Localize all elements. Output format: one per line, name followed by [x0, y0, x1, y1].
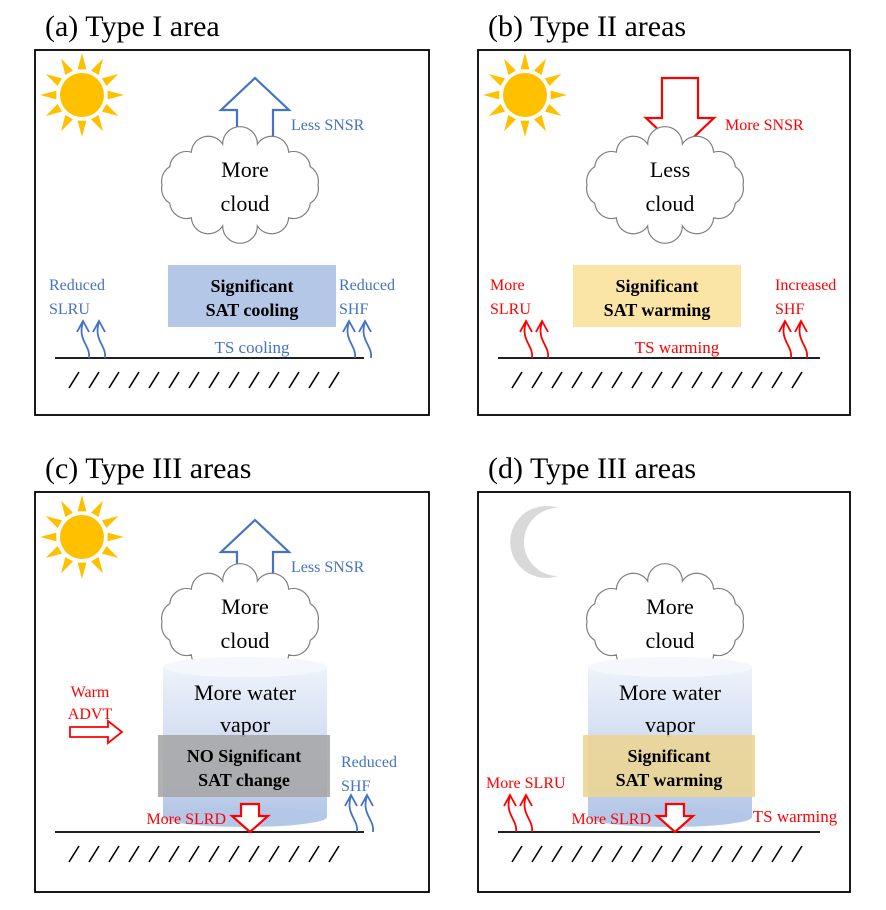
left-flux-label-line-2: SLRU [490, 301, 531, 318]
effect-box-label-line-2: SAT cooling [206, 300, 299, 320]
panel-frame [477, 49, 851, 416]
right-flux-label-line-2: SHF [775, 301, 804, 318]
cloud-label-line-1: More [221, 594, 269, 619]
effect-box-label-line-2: SAT change [198, 770, 290, 790]
moon-icon [510, 506, 558, 578]
effect-box [583, 735, 755, 797]
upward-flux-arrows [344, 793, 374, 833]
panel-frame [477, 491, 851, 893]
upward-flux-arrows [778, 319, 808, 359]
effect-box [168, 265, 336, 327]
panel-title: (c) Type III areas [45, 452, 251, 485]
cloud-icon [161, 126, 319, 244]
right-flux-label-line-2: SHF [341, 778, 370, 795]
left-flux-label-line-1: Reduced [49, 277, 105, 294]
energy-arrow-label: Less SNSR [291, 117, 365, 134]
right-flux-label-line-1: Reduced [341, 754, 397, 771]
cloud-label-line-1: More [646, 594, 694, 619]
left-flux-label-line-2: SLRU [49, 301, 90, 318]
ground-surface [55, 831, 364, 863]
energy-arrow-label: More SNSR [725, 117, 804, 134]
upward-flux-arrows [519, 319, 549, 359]
right-flux-label-line-1: Reduced [339, 277, 395, 294]
cloud-label-line-1: Less [650, 157, 690, 182]
cloud-label-line-2: cloud [221, 191, 270, 216]
effect-box-label-line-2: SAT warming [604, 300, 711, 320]
panel-title: (d) Type III areas [488, 452, 696, 485]
effect-box-label-line-1: Significant [210, 276, 293, 296]
effect-box-label-line-1: Significant [627, 746, 710, 766]
ground-surface [55, 357, 364, 389]
panel-title: (a) Type I area [45, 10, 220, 43]
panel-frame [34, 49, 430, 416]
sun-icon [483, 53, 567, 137]
cloud-label-line-2: cloud [221, 628, 270, 653]
water-vapor-label-line-1: More water [194, 680, 297, 705]
sun-icon [40, 495, 124, 579]
upward-flux-arrows [342, 319, 372, 359]
surface-label: TS warming [635, 338, 720, 357]
down-flux-label: More SLRD [146, 811, 226, 828]
cloud-label-line-1: More [221, 157, 269, 182]
advection-label-line-2: ADVT [68, 706, 113, 723]
energy-arrow-label: Less SNSR [291, 559, 365, 576]
water-vapor-label-line-2: vapor [645, 712, 696, 737]
panel-frame [34, 491, 430, 893]
effect-box-label-line-1: Significant [615, 276, 698, 296]
surface-label: TS warming [753, 807, 838, 826]
left-flux-label: More SLRU [486, 775, 566, 792]
water-vapor-label-line-2: vapor [220, 712, 271, 737]
effect-box-label-line-2: SAT warming [616, 770, 723, 790]
right-flux-label-line-2: SHF [339, 301, 368, 318]
cloud-icon [586, 126, 744, 244]
advection-label-line-1: Warm [71, 684, 110, 701]
cloud-label-line-2: cloud [646, 628, 695, 653]
effect-box [158, 735, 330, 797]
ground-surface [498, 357, 820, 389]
downward-flux-arrow [654, 802, 696, 834]
cloud-label-line-2: cloud [646, 191, 695, 216]
upward-flux-arrows [76, 319, 106, 359]
right-flux-label-line-1: Increased [775, 277, 836, 294]
left-flux-label-line-1: More [490, 277, 525, 294]
downward-flux-arrow [229, 802, 271, 834]
down-flux-label: More SLRD [571, 811, 651, 828]
effect-box-label-line-1: NO Significant [187, 746, 302, 766]
surface-label: TS cooling [214, 338, 290, 357]
panel-title: (b) Type II areas [488, 10, 686, 43]
water-vapor-label-line-1: More water [619, 680, 722, 705]
effect-box [573, 265, 741, 327]
ground-surface [498, 831, 820, 863]
upward-flux-arrows [503, 793, 533, 833]
sun-icon [40, 53, 124, 137]
advection-arrow [69, 719, 124, 745]
